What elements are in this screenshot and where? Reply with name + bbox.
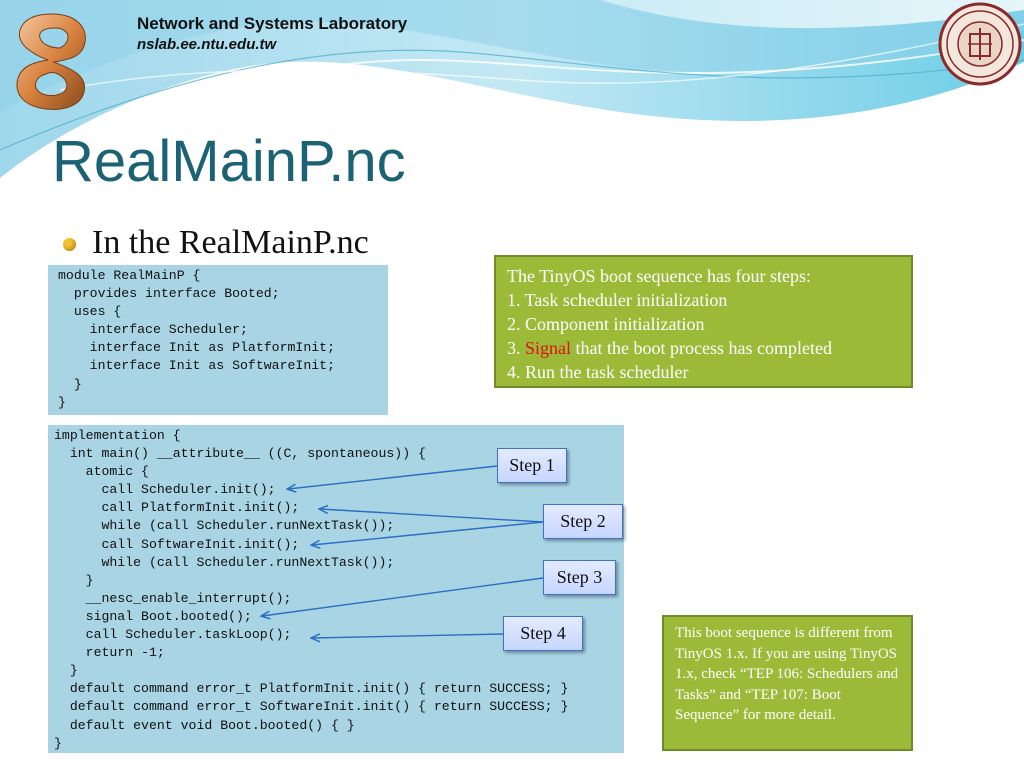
boot-step-2: 2. Component initialization — [507, 314, 705, 334]
boot-step-4: 4. Run the task scheduler — [507, 362, 689, 382]
slide-title: RealMainP.nc — [52, 129, 406, 194]
header-wave-background — [0, 0, 1024, 201]
lab-url: nslab.ee.ntu.edu.tw — [137, 36, 277, 53]
step-1-label: Step 1 — [497, 448, 567, 483]
boot-step-3-rest: that the boot process has completed — [571, 338, 832, 358]
step-3-label: Step 3 — [543, 560, 616, 595]
boot-step-1: 1. Task scheduler initialization — [507, 290, 728, 310]
boot-sequence-heading: The TinyOS boot sequence has four steps: — [507, 266, 811, 286]
lab-logo-icon — [16, 13, 86, 110]
signal-highlight: Signal — [525, 338, 572, 358]
step-4-label: Step 4 — [503, 616, 583, 651]
boot-step-3: 3. Signal that the boot process has comp… — [507, 336, 911, 360]
bullet-icon — [63, 238, 76, 251]
boot-sequence-box: The TinyOS boot sequence has four steps:… — [494, 255, 913, 388]
step-2-label: Step 2 — [543, 504, 623, 539]
boot-step-3-prefix: 3. — [507, 338, 525, 358]
module-code-block: module RealMainP { provides interface Bo… — [48, 265, 388, 415]
lab-name: Network and Systems Laboratory — [137, 14, 408, 33]
bullet-text: In the RealMainP.nc — [92, 224, 369, 261]
university-seal-icon — [938, 2, 1022, 86]
tinyos-note-box: This boot sequence is different from Tin… — [662, 615, 913, 751]
